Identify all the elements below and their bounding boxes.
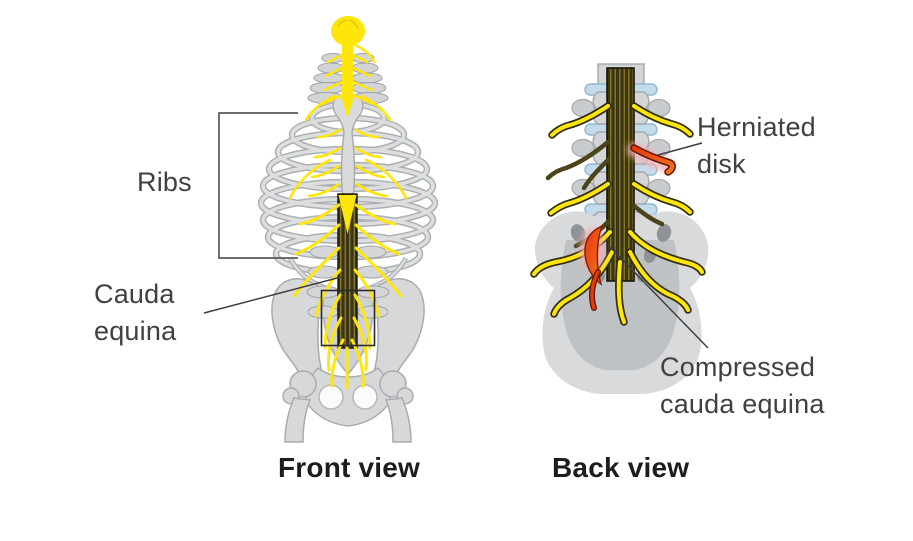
spinal-nerves-yellow [530, 102, 706, 326]
front-view-illustration [257, 16, 439, 443]
dorsal-nerves-dark [545, 139, 665, 249]
back-view-title: Back view [552, 452, 690, 483]
femur-right [384, 397, 412, 443]
cervical-nerves [321, 43, 376, 106]
front-view-title: Front view [278, 452, 421, 483]
brainstem-bulb [331, 16, 365, 46]
cauda-equina-label: Cauda equina [94, 279, 177, 347]
femur-left [284, 397, 312, 443]
herniated-disk-label: Herniated disk [697, 112, 816, 180]
compressed-pointer-line [609, 246, 709, 349]
cauda-equina-bundle-back [606, 67, 635, 282]
cauda-equina-box [320, 289, 376, 347]
herniated-disk-pointer-line [657, 142, 703, 156]
obturator-foramen-left [318, 384, 344, 410]
back-view-illustration [530, 63, 709, 394]
thoracic-nerves [288, 94, 408, 200]
lumbar-nerves [292, 203, 403, 390]
compressed-cauda-equina-label: Compressed cauda equina [660, 352, 825, 420]
ribs-label: Ribs [137, 167, 192, 197]
compressed-cauda-equina-highlight [580, 224, 604, 311]
ribs-bracket [218, 112, 298, 259]
spinal-cord [321, 16, 376, 118]
cauda-equina-pointer-line [203, 276, 342, 314]
obturator-foramen-right [352, 384, 378, 410]
annotation-lines [203, 112, 709, 349]
herniated-disk-highlight [627, 143, 676, 176]
